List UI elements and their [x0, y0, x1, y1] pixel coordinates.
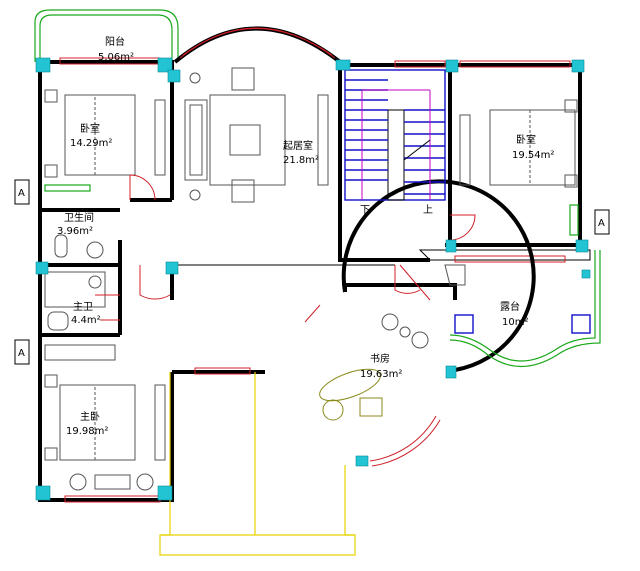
toilet-icon: [54, 234, 68, 258]
bedroom-nw-furniture: [44, 89, 166, 192]
bathtub-icon: [44, 271, 106, 308]
bathroom-fixtures: [44, 234, 116, 361]
exterior-walls: [38, 26, 591, 502]
wardrobe: [154, 99, 166, 176]
room-label-living: 起居室: [283, 139, 313, 152]
room-area-bathroom: 3.96m²: [57, 226, 93, 237]
section-marker-left-top: A: [14, 179, 30, 205]
sofa-icon: [184, 99, 208, 181]
section-marker-right: A: [594, 209, 610, 235]
bed-icon: [489, 109, 576, 186]
balcony-railing: [34, 9, 179, 62]
tv-cabinet: [317, 94, 329, 186]
room-label-bathroom: 卫生间: [64, 211, 94, 224]
toilet-icon: [47, 311, 69, 331]
study-room: [304, 179, 536, 467]
room-label-bedroom-ne: 卧室: [516, 133, 536, 146]
terrace: [444, 250, 601, 367]
nightstand-icon: [564, 99, 578, 113]
chair-icon: [69, 473, 87, 491]
nightstand-icon: [44, 374, 58, 388]
door-icon: [139, 265, 171, 300]
staircase: [344, 69, 446, 201]
bedroom-ne-furniture: [459, 99, 579, 236]
door-icon: [449, 214, 476, 241]
chair-icon: [359, 397, 383, 417]
room-area-terrace: 10m²: [502, 317, 528, 328]
armchair-icon: [231, 67, 255, 91]
stair-down-label: 下: [360, 205, 370, 216]
nightstand-icon: [44, 89, 58, 103]
section-marker-left-bottom: A: [14, 339, 30, 365]
room-area-bedroom-nw: 14.29m²: [70, 138, 112, 149]
room-area-living: 21.8m²: [283, 155, 319, 166]
room-area-balcony: 5.06m²: [98, 52, 134, 63]
desk: [319, 368, 381, 402]
wardrobe: [154, 384, 166, 461]
stair-up-label: 上: [423, 204, 433, 216]
closet-icon: [44, 344, 116, 361]
bed-icon: [64, 94, 136, 176]
svg-text:A: A: [18, 188, 25, 199]
door-icon: [129, 174, 156, 201]
room-area-master-bath: 4.4m²: [71, 315, 101, 326]
room-area-master-bed: 19.98m²: [66, 426, 108, 437]
stool-icon: [381, 313, 399, 331]
room-label-terrace: 露台: [500, 300, 520, 313]
columns: [35, 57, 591, 501]
room-label-balcony: 阳台: [105, 35, 125, 48]
svg-text:A: A: [598, 218, 605, 229]
windows: [59, 57, 571, 503]
doors: [95, 174, 476, 321]
room-label-bedroom-nw: 卧室: [80, 122, 100, 135]
basin-icon: [86, 241, 104, 259]
master-bedroom-furniture: [44, 374, 166, 491]
living-room-furniture: [184, 67, 329, 203]
entrance-canopy: [159, 372, 356, 556]
wardrobe: [459, 114, 471, 186]
room-area-bedroom-ne: 19.54m²: [512, 150, 554, 161]
room-label-master-bed: 主卧: [80, 410, 100, 423]
room-area-study: 19.63m²: [360, 369, 402, 380]
column: [35, 57, 51, 73]
desk: [94, 474, 131, 490]
coffee-table: [229, 124, 261, 156]
balcony: [34, 9, 179, 62]
svg-text:A: A: [18, 348, 25, 359]
break-line: [403, 139, 431, 161]
planter-icon: [454, 314, 474, 334]
room-label-master-bath: 主卫: [73, 301, 93, 313]
room-label-study: 书房: [370, 352, 390, 365]
terrace-railing: [449, 250, 596, 362]
